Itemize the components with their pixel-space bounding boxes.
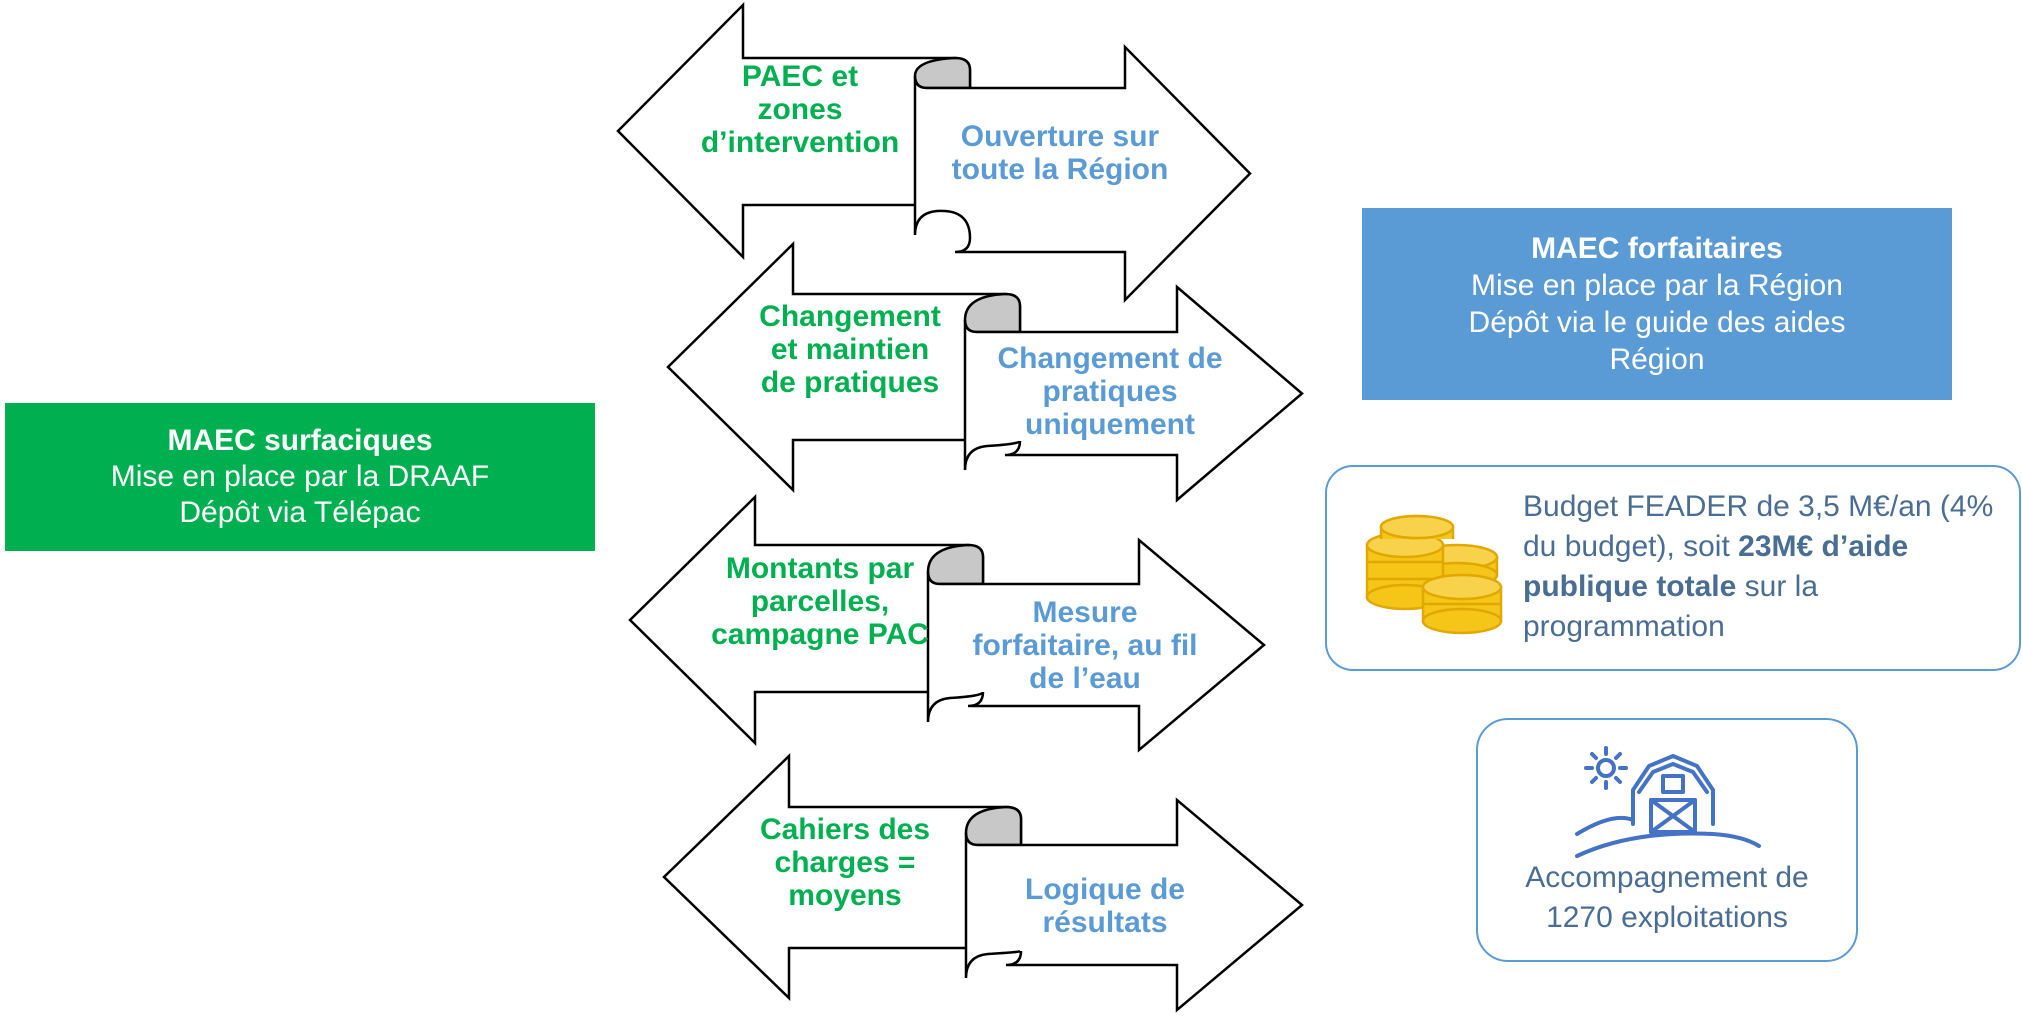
comparison-0-left-label: PAEC et zones d’intervention bbox=[680, 60, 920, 159]
right-arrow-3 bbox=[964, 797, 1304, 1013]
comparison-0-left-line: PAEC et bbox=[741, 60, 859, 93]
maec-forfaitaires-box: MAEC forfaitaires Mise en place par la R… bbox=[1362, 208, 1952, 400]
comparison-0-left-line: zones bbox=[757, 93, 843, 126]
comparison-1-right-line: uniquement bbox=[1025, 408, 1195, 441]
maec-surfaciques-title: MAEC surfaciques bbox=[167, 424, 433, 457]
right-arrow-1 bbox=[963, 284, 1304, 503]
comparison-1-right-line: Changement de bbox=[997, 342, 1223, 375]
coins-icon bbox=[1365, 514, 1503, 635]
maec-forfaitaires-line2: Dépôt via le guide des aides bbox=[1468, 306, 1846, 339]
comparison-2-left-line: Montants par bbox=[725, 552, 915, 585]
comparison-2-left-label: Montants par parcelles, campagne PAC bbox=[685, 552, 955, 651]
comparison-3-left-line: charges = bbox=[774, 846, 916, 879]
budget-text-bold: 23M€ d’aide publique totale bbox=[1523, 530, 1909, 603]
double-arrow-0 bbox=[616, 1, 1252, 304]
comparison-2-left-line: parcelles, bbox=[750, 585, 890, 618]
farms-line1: Accompagnement de bbox=[1525, 861, 1809, 894]
comparison-3-right-line: Logique de bbox=[1025, 873, 1185, 906]
right-arrow-0 bbox=[913, 43, 1252, 304]
comparison-0-right-line: toute la Région bbox=[951, 153, 1169, 186]
comparison-1-right-line: pratiques bbox=[1042, 375, 1178, 408]
farms-card: Accompagnement de 1270 exploitations bbox=[1476, 718, 1858, 962]
comparison-0-right-label: Ouverture sur toute la Région bbox=[920, 120, 1200, 186]
double-arrow-3 bbox=[662, 753, 1304, 1013]
comparison-3-right-line: résultats bbox=[1042, 906, 1168, 939]
comparison-1-left-line: de pratiques bbox=[760, 366, 940, 399]
comparison-2-right-line: de l’eau bbox=[1029, 662, 1141, 695]
budget-card: Budget FEADER de 3,5 M€/an (4% du budget… bbox=[1325, 465, 2021, 671]
comparison-2-left-line: campagne PAC bbox=[711, 618, 929, 651]
comparison-3-right-label: Logique de résultats bbox=[975, 873, 1235, 939]
maec-surfaciques-line2: Dépôt via Télépac bbox=[179, 496, 421, 529]
farms-text: Accompagnement de 1270 exploitations bbox=[1478, 858, 1856, 938]
budget-text-part2: sur la programmation bbox=[1523, 570, 1819, 643]
comparison-3-left-label: Cahiers des charges = moyens bbox=[725, 813, 965, 912]
maec-forfaitaires-line1: Mise en place par la Région bbox=[1471, 269, 1843, 302]
right-arrow-2 bbox=[926, 537, 1266, 753]
maec-forfaitaires-title: MAEC forfaitaires bbox=[1531, 232, 1783, 265]
comparison-0-right-line: Ouverture sur bbox=[960, 120, 1160, 153]
comparison-0-left-line: d’intervention bbox=[700, 126, 900, 159]
farms-line2: 1270 exploitations bbox=[1546, 901, 1788, 934]
double-arrow-2 bbox=[628, 494, 1266, 753]
budget-text: Budget FEADER de 3,5 M€/an (4% du budget… bbox=[1523, 487, 2013, 647]
double-arrow-1 bbox=[666, 241, 1304, 503]
comparison-3-left-line: moyens bbox=[788, 879, 902, 912]
budget-text-part1: Budget FEADER de 3,5 M€/an (4% du budget… bbox=[1523, 490, 1994, 563]
comparison-3-left-line: Cahiers des bbox=[759, 813, 931, 846]
comparison-2-right-line: Mesure bbox=[1032, 596, 1138, 629]
maec-surfaciques-line1: Mise en place par la DRAAF bbox=[110, 460, 490, 493]
comparison-1-left-line: Changement bbox=[759, 300, 941, 333]
maec-forfaitaires-line3: Région bbox=[1609, 343, 1705, 376]
maec-surfaciques-box: MAEC surfaciques Mise en place par la DR… bbox=[5, 403, 595, 551]
comparison-2-right-line: forfaitaire, au fil bbox=[972, 629, 1198, 662]
farm-barn-icon bbox=[1575, 746, 1761, 858]
comparison-2-right-label: Mesure forfaitaire, au fil de l’eau bbox=[935, 596, 1235, 695]
comparison-1-right-label: Changement de pratiques uniquement bbox=[970, 342, 1250, 441]
comparison-1-left-label: Changement et maintien de pratiques bbox=[730, 300, 970, 399]
comparison-1-left-line: et maintien bbox=[770, 333, 930, 366]
